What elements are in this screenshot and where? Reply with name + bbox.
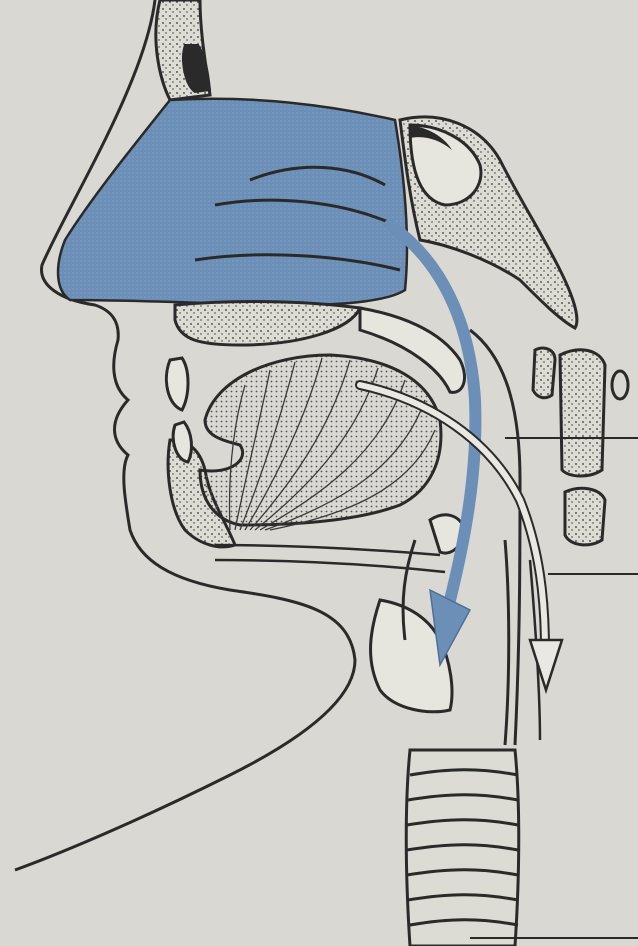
vertebra-c3 xyxy=(565,488,605,545)
vertebra-c2 xyxy=(560,350,605,476)
vertebra-c1 xyxy=(533,348,555,398)
